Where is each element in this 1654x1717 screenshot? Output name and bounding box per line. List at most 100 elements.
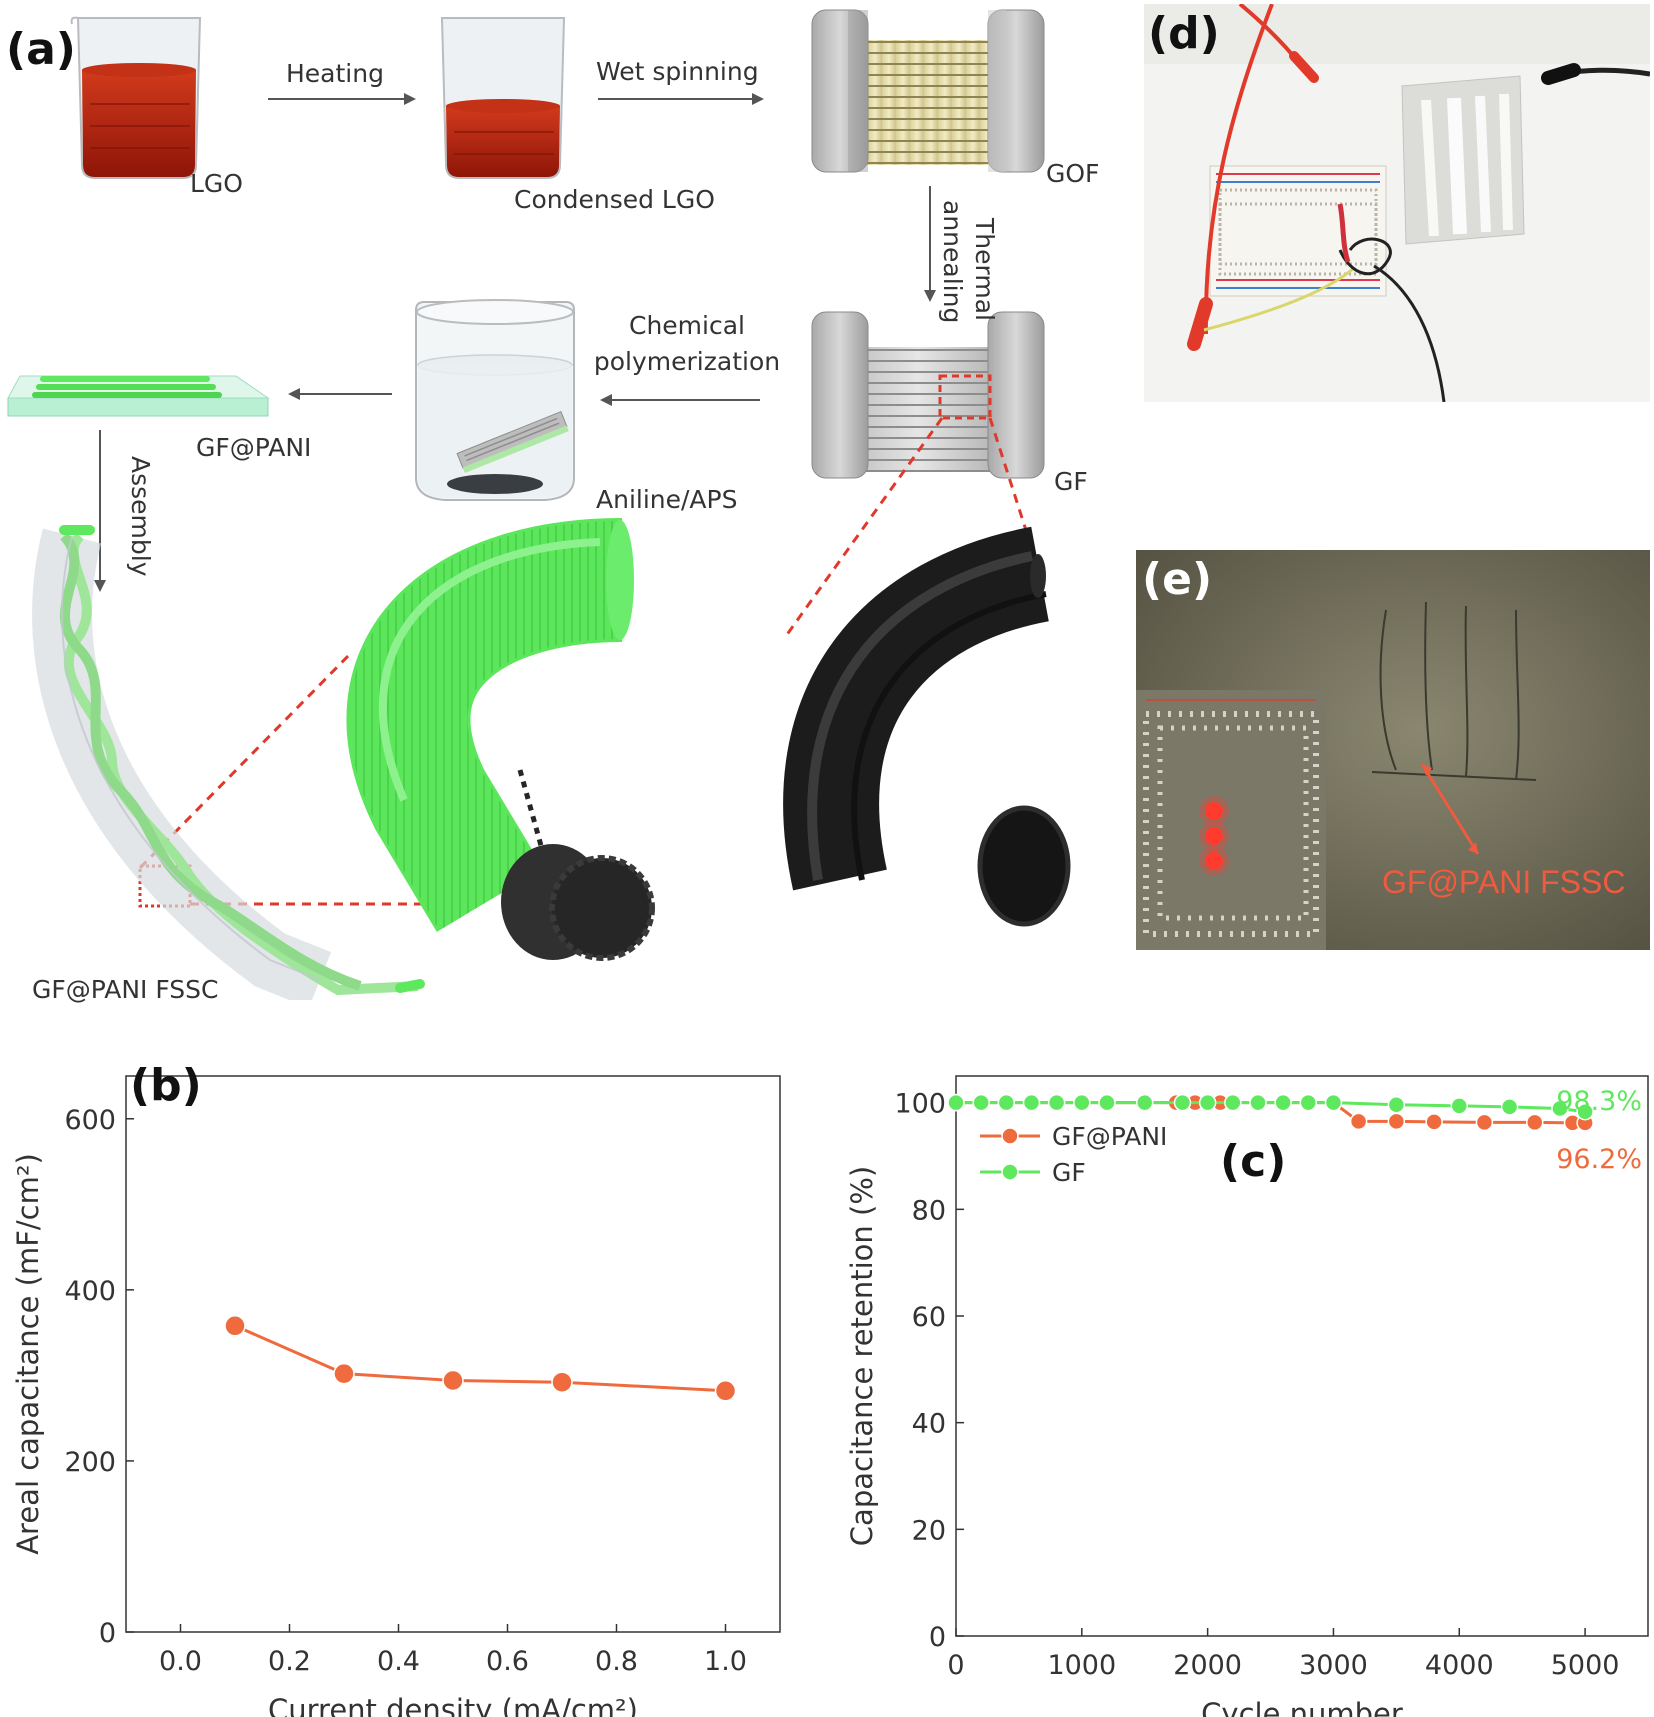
gf-pani-substrate-icon: [7, 375, 270, 417]
legend: GF@PANI GF: [980, 1122, 1167, 1187]
end-annotation-gf-pani: 96.2%: [1556, 1144, 1642, 1175]
beaker-aniline-aps-icon: [415, 299, 575, 501]
panel-d-photo: (d): [1144, 4, 1650, 402]
y-tick-label: 20: [912, 1515, 946, 1546]
label-gf-pani: GF@PANI: [196, 433, 312, 462]
data-point: [333, 1362, 355, 1385]
arrow-assembly: [94, 430, 106, 592]
spool-gof-icon: [811, 9, 1045, 173]
breadboard-icon: [1209, 165, 1387, 297]
series-gf: [947, 1093, 1594, 1121]
arrow-wet-spinning: [598, 93, 764, 105]
x-tick-label: 1000: [1047, 1650, 1116, 1681]
y-tick-label: 600: [64, 1105, 116, 1136]
data-point: [1098, 1093, 1116, 1112]
fssc-fibers-icon: [1371, 601, 1537, 781]
x-tick-label: 1.0: [704, 1646, 747, 1677]
data-point: [1198, 1093, 1217, 1112]
panel-e-scene: [1136, 550, 1650, 950]
spool-gf-icon: [811, 311, 1045, 479]
end-annotation-gf: 98.3%: [1556, 1086, 1642, 1117]
clip-black-icon: [1541, 63, 1581, 85]
panel-e-photo: (e) GF@PANI FSSC: [1136, 550, 1650, 950]
arrow-thermal-annealing: [924, 186, 936, 302]
y-tick-label: 100: [894, 1089, 946, 1120]
label-assembly: Assembly: [120, 456, 160, 586]
x-tick-label: 0.8: [595, 1646, 638, 1677]
data-point: [551, 1371, 573, 1393]
data-point: [1073, 1093, 1091, 1112]
x-tick-label: 0.0: [159, 1646, 202, 1677]
arrow-chemical-polymerization: [600, 394, 760, 406]
panel-d-scene: [1144, 4, 1650, 402]
x-tick-label: 0.4: [377, 1646, 420, 1677]
data-point: [1173, 1093, 1192, 1112]
data-point: [1135, 1093, 1154, 1112]
gf-pani-fiber-green-icon: [346, 518, 655, 961]
y-tick-label: 60: [912, 1302, 946, 1333]
label-condensed-lgo: Condensed LGO: [514, 185, 715, 214]
x-axis-label: Current density (mA/cm²): [268, 1693, 638, 1717]
label-heating: Heating: [286, 59, 384, 88]
data-point: [947, 1093, 965, 1112]
gf-fiber-black-icon: [783, 526, 1071, 927]
data-point: [714, 1380, 737, 1402]
x-tick-label: 4000: [1425, 1650, 1494, 1681]
label-annealing: annealing: [932, 200, 972, 323]
data-point: [1387, 1096, 1406, 1114]
data-point: [1249, 1093, 1267, 1112]
legend-marker: [1001, 1163, 1019, 1181]
x-tick-label: 2000: [1173, 1650, 1242, 1681]
data-point: [1551, 1099, 1569, 1118]
data-point: [1349, 1112, 1368, 1131]
panel-a-label: (a): [6, 24, 76, 75]
plot-frame: [125, 1075, 781, 1633]
data-point: [1299, 1093, 1318, 1112]
y-tick-label: 400: [64, 1276, 116, 1307]
y-tick-label: 0: [929, 1622, 946, 1653]
beaker-condensed-lgo-icon: [440, 17, 566, 179]
panel-a-illustration: [7, 9, 1071, 1000]
legend-label: GF: [1052, 1158, 1086, 1187]
label-gf-pani-fssc: GF@PANI FSSC: [32, 975, 219, 1004]
label-annealing-text: annealing: [938, 200, 967, 324]
label-aniline-aps: Aniline/APS: [596, 485, 738, 514]
arrow-heating: [268, 93, 416, 105]
clip-red-top-icon: [1289, 51, 1319, 83]
data-point: [1500, 1098, 1519, 1116]
y-tick-label: 40: [912, 1409, 946, 1440]
plot-frame: [955, 1075, 1649, 1637]
label-thermal-text: Thermal: [970, 218, 999, 321]
label-chemical: Chemical: [629, 311, 745, 340]
x-tick-label: 3000: [1299, 1650, 1368, 1681]
gf-pani-fssc-icon: [32, 525, 425, 1000]
series-line: [234, 1324, 726, 1393]
x-tick-label: 5000: [1551, 1650, 1620, 1681]
label-polymerization: polymerization: [593, 347, 781, 376]
x-tick-label: 0.6: [486, 1646, 529, 1677]
y-tick-label: 0: [99, 1618, 116, 1649]
panel-d-label: (d): [1148, 8, 1220, 59]
x-tick-label: 0: [947, 1650, 964, 1681]
beaker-lgo-icon: [70, 16, 202, 179]
flexible-device-icon: [1401, 75, 1525, 245]
data-point: [1387, 1112, 1406, 1131]
leds-lit-icon: [1199, 796, 1229, 876]
data-point: [1526, 1113, 1544, 1132]
series-gf-pani: [947, 1093, 1594, 1132]
data-point: [442, 1369, 464, 1392]
data-point: [1576, 1102, 1594, 1121]
legend-label: GF@PANI: [1052, 1122, 1167, 1151]
panel-b-label: (b): [130, 1060, 202, 1111]
legend-marker: [1001, 1127, 1019, 1145]
data-point: [1475, 1113, 1494, 1132]
y-tick-label: 80: [912, 1195, 946, 1226]
data-point: [1022, 1093, 1041, 1112]
data-point: [224, 1315, 246, 1337]
y-tick-label: 200: [64, 1447, 116, 1478]
data-point: [972, 1093, 990, 1112]
label-lgo: LGO: [190, 169, 243, 198]
label-gof: GOF: [1046, 159, 1100, 188]
annotation-arrow-icon: [1420, 763, 1480, 855]
